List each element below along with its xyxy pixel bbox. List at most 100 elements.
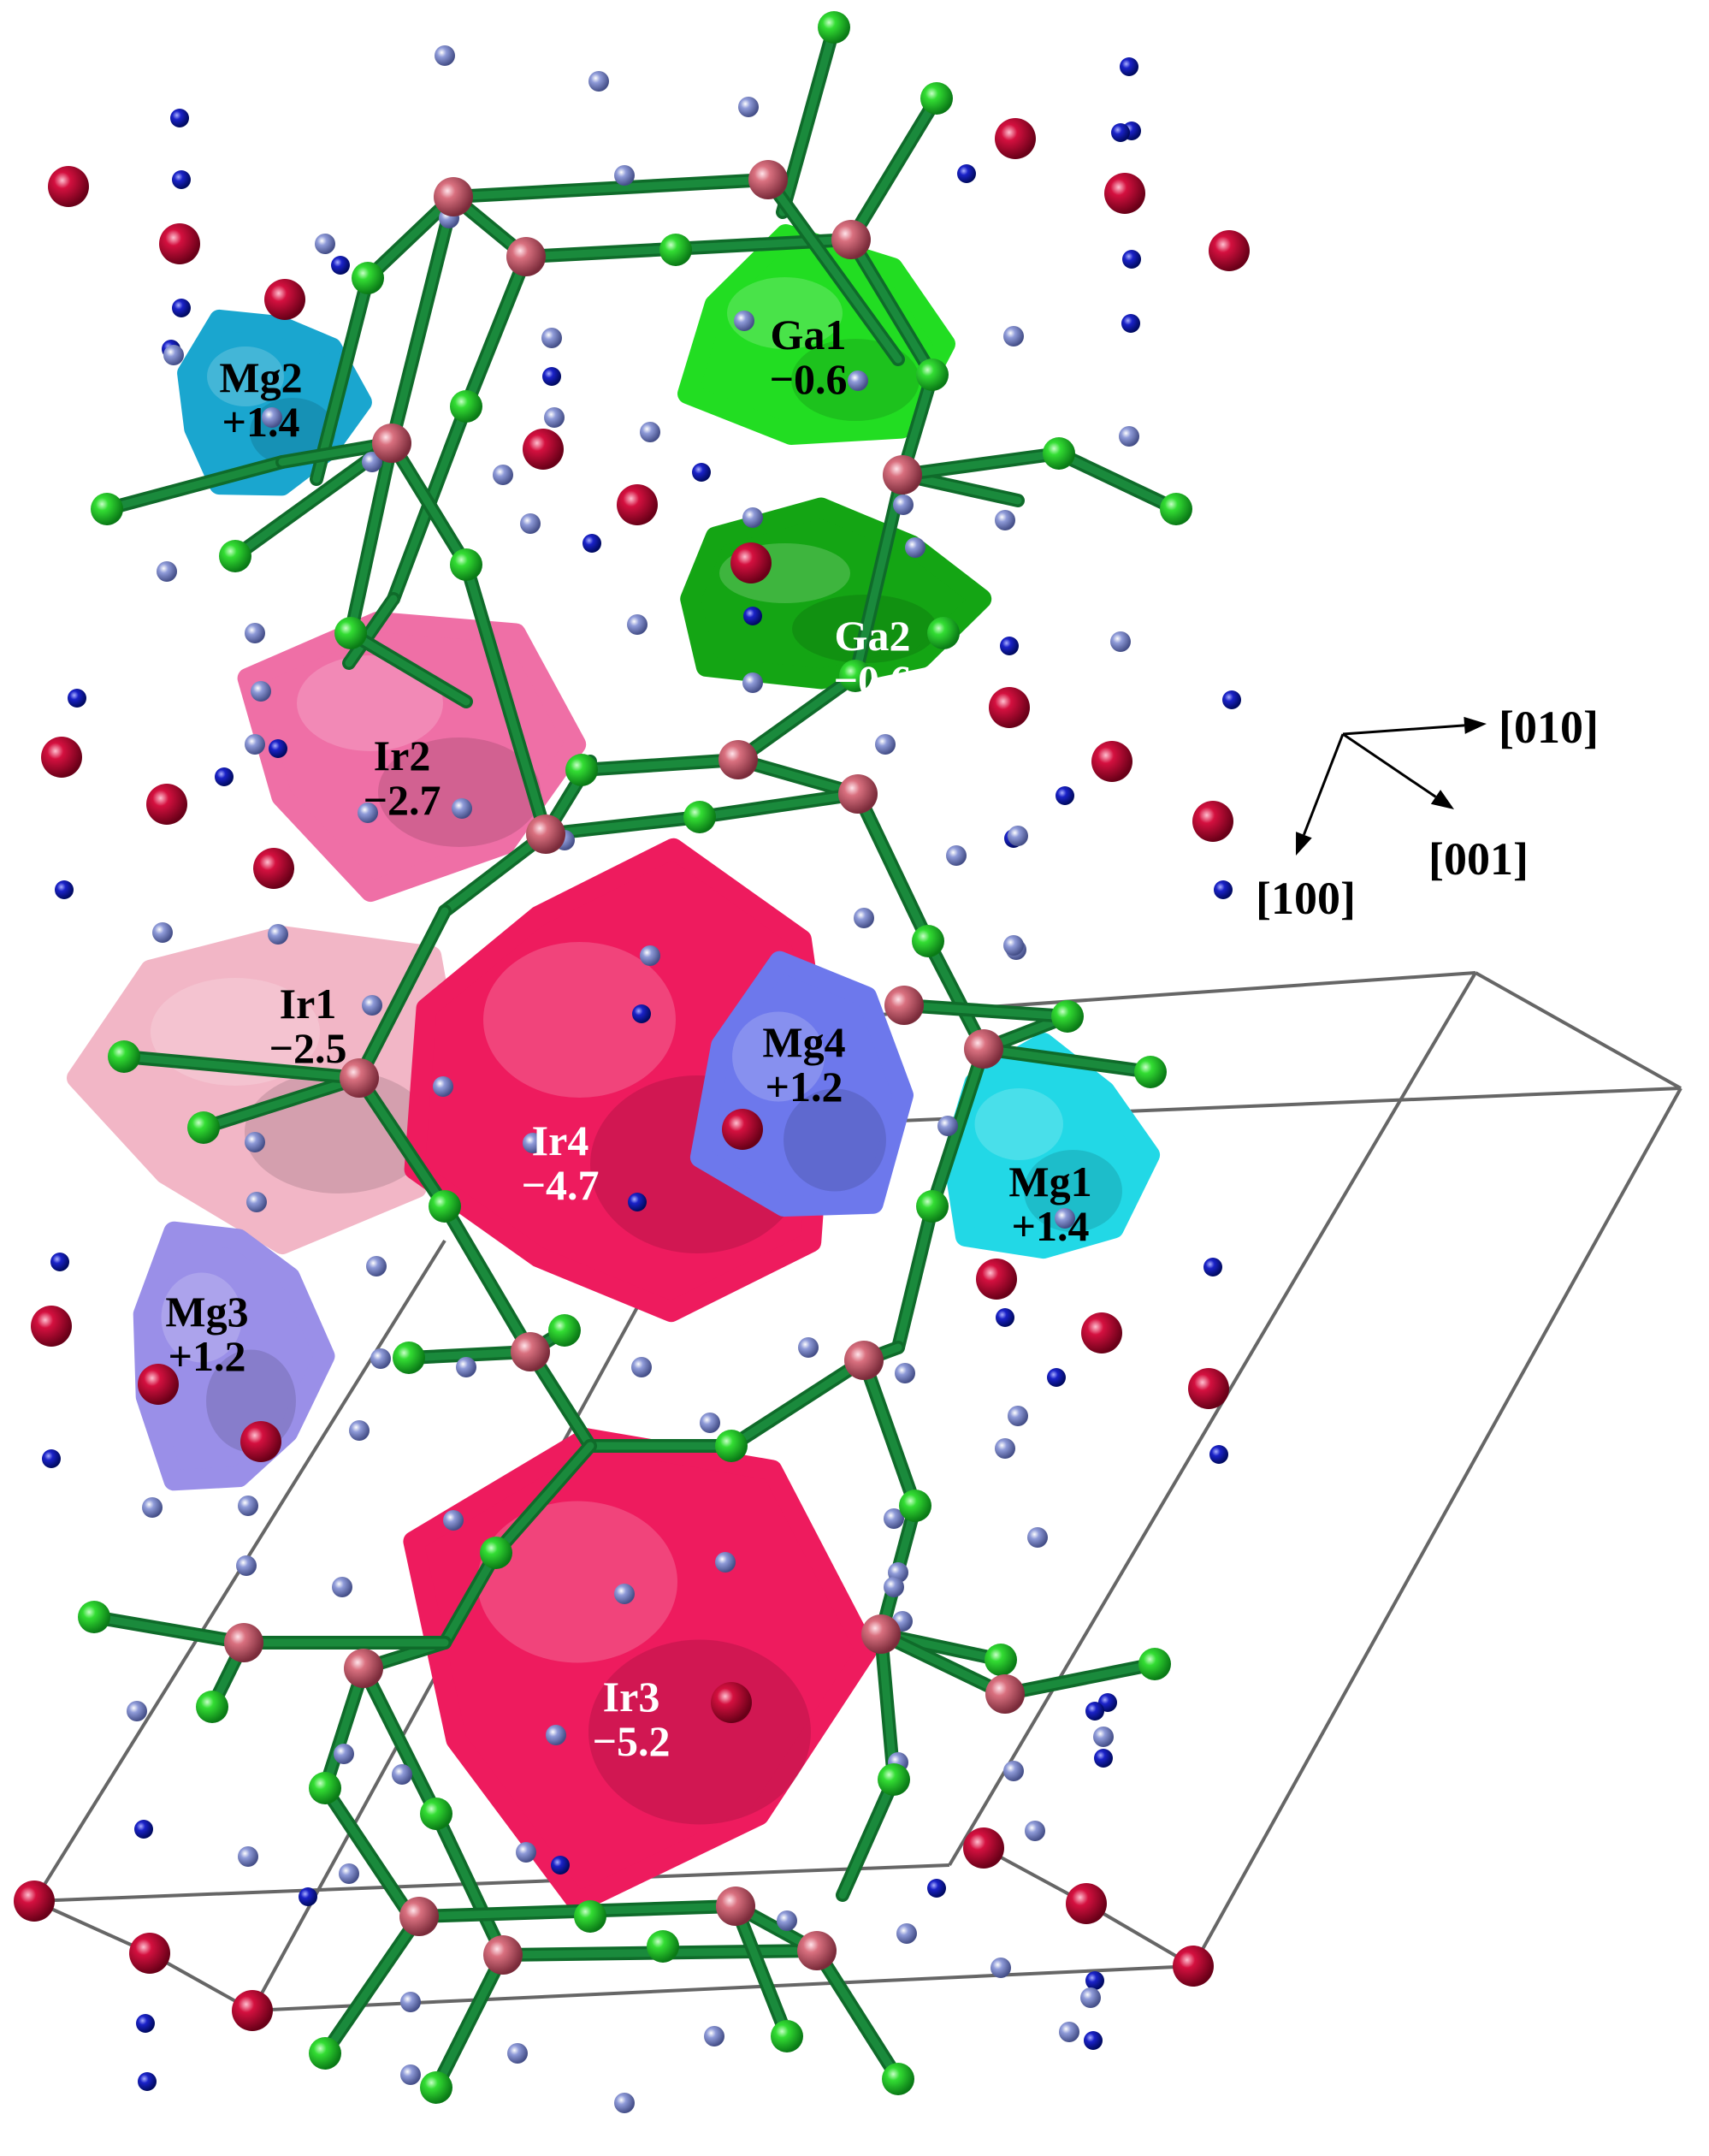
atom-ir-framework <box>964 1029 1003 1069</box>
small-atom-lilac <box>1008 826 1028 846</box>
small-atom-lilac <box>157 561 177 582</box>
small-atom-blue <box>1047 1368 1066 1387</box>
atom-ga <box>574 1900 606 1933</box>
small-atom-lilac <box>127 1701 147 1721</box>
atom-ga <box>1138 1648 1171 1680</box>
atom-ir-framework <box>483 1935 523 1975</box>
small-atom-blue <box>1056 786 1074 805</box>
axis-arrow-line <box>1342 732 1437 798</box>
atom-ir-framework <box>797 1931 837 1970</box>
basin-charge-label: −2.7 <box>364 776 441 824</box>
atom-red <box>1066 1883 1107 1924</box>
atom-ir-framework <box>506 237 546 276</box>
small-atom-blue <box>743 607 762 625</box>
atom-ga <box>839 660 872 692</box>
basin-shade <box>378 737 541 847</box>
basin-charge-label: −4.7 <box>522 1161 600 1209</box>
bond-highlight <box>346 629 470 706</box>
atom-ir-framework <box>844 1341 884 1380</box>
small-atom-blue <box>1121 314 1140 333</box>
basin-name-label: Ir2 <box>374 732 431 779</box>
atom-ir-framework <box>434 177 473 216</box>
bond-highlight <box>1001 1660 1159 1698</box>
atom-ir-framework <box>716 1886 755 1926</box>
small-atom-lilac <box>995 510 1015 530</box>
atom-ga <box>78 1601 110 1633</box>
small-atom-lilac <box>614 2093 635 2113</box>
atom-ga <box>818 11 850 44</box>
bond-highlight <box>847 235 937 379</box>
small-atom-lilac <box>245 623 265 643</box>
atom-ga <box>334 617 367 649</box>
bond-highlight <box>405 1348 535 1362</box>
atom-ga <box>352 262 384 294</box>
atom-ga <box>683 801 716 833</box>
small-atom-lilac <box>546 1725 566 1745</box>
atom-red <box>146 784 187 825</box>
small-atom-lilac <box>627 614 648 635</box>
bond-highlight <box>387 192 458 447</box>
small-atom-lilac <box>895 1363 915 1383</box>
atom-ir-framework <box>340 1058 379 1098</box>
basin-mg3 <box>133 1221 335 1491</box>
atom-ga <box>659 234 692 266</box>
small-atom-blue <box>1120 57 1138 76</box>
bond-highlight <box>355 1074 449 1211</box>
small-atom-lilac <box>544 407 565 428</box>
bond-highlight <box>577 755 742 774</box>
atom-ir-framework <box>838 774 878 814</box>
small-atom-lilac <box>588 71 609 92</box>
small-atom-lilac <box>236 1555 257 1576</box>
small-atom-blue <box>996 1308 1014 1327</box>
small-atom-lilac <box>946 845 967 866</box>
basin-highlight <box>483 942 676 1098</box>
atom-ga <box>916 358 949 391</box>
small-atom-blue <box>582 534 601 553</box>
bond-highlight <box>432 1810 507 1959</box>
atom-red <box>31 1306 72 1347</box>
small-atom-lilac <box>456 1357 476 1377</box>
basin-highlight <box>297 655 443 751</box>
unit-cell-edge <box>1192 1087 1682 1967</box>
atom-ga <box>878 1763 910 1796</box>
unit-cell-edge <box>251 1964 1194 2012</box>
atom-ir-framework <box>511 1332 550 1371</box>
small-atom-lilac <box>704 2026 724 2046</box>
atom-ir-framework <box>748 160 788 199</box>
atom-ir-framework <box>399 1897 439 1936</box>
bond-highlight <box>838 1775 898 1899</box>
atom-ga <box>219 540 251 572</box>
bond-highlight <box>813 1946 902 2083</box>
atom-ga <box>1160 493 1192 525</box>
bond-highlight <box>359 1664 441 1818</box>
bond-highlight <box>734 672 860 764</box>
small-atom-lilac <box>238 1496 258 1516</box>
small-atom-lilac <box>339 1863 359 1884</box>
bond-highlight <box>355 907 449 1082</box>
small-atom-lilac <box>700 1413 720 1433</box>
atom-ir-framework <box>224 1623 263 1662</box>
atom-red <box>963 1827 1004 1869</box>
small-atom-lilac <box>523 1133 543 1153</box>
atom-ga <box>108 1040 140 1073</box>
bond-highlight <box>345 595 398 667</box>
small-atom-lilac <box>238 1846 258 1867</box>
arrowhead-icon <box>1464 716 1487 734</box>
bond-highlight <box>432 1951 507 2092</box>
atom-red <box>730 542 772 583</box>
axes-indicator: [010][001][100] <box>1256 702 1599 924</box>
small-atom-blue <box>927 1879 946 1898</box>
atom-ir-framework <box>985 1674 1025 1714</box>
atom-red <box>1081 1312 1122 1353</box>
bond-highlight <box>199 1074 364 1132</box>
basin-name-label: Ga1 <box>771 311 847 358</box>
atom-ga <box>882 2063 914 2095</box>
atom-red <box>1091 741 1132 782</box>
small-atom-lilac <box>392 1764 412 1785</box>
small-atom-lilac <box>366 1256 387 1276</box>
atom-ir-framework <box>372 424 411 463</box>
bond-highlight <box>979 1045 1155 1076</box>
basin-name-label: Mg1 <box>1008 1158 1091 1205</box>
bond-highlight <box>877 1630 1009 1698</box>
bond-highlight <box>90 1613 248 1647</box>
